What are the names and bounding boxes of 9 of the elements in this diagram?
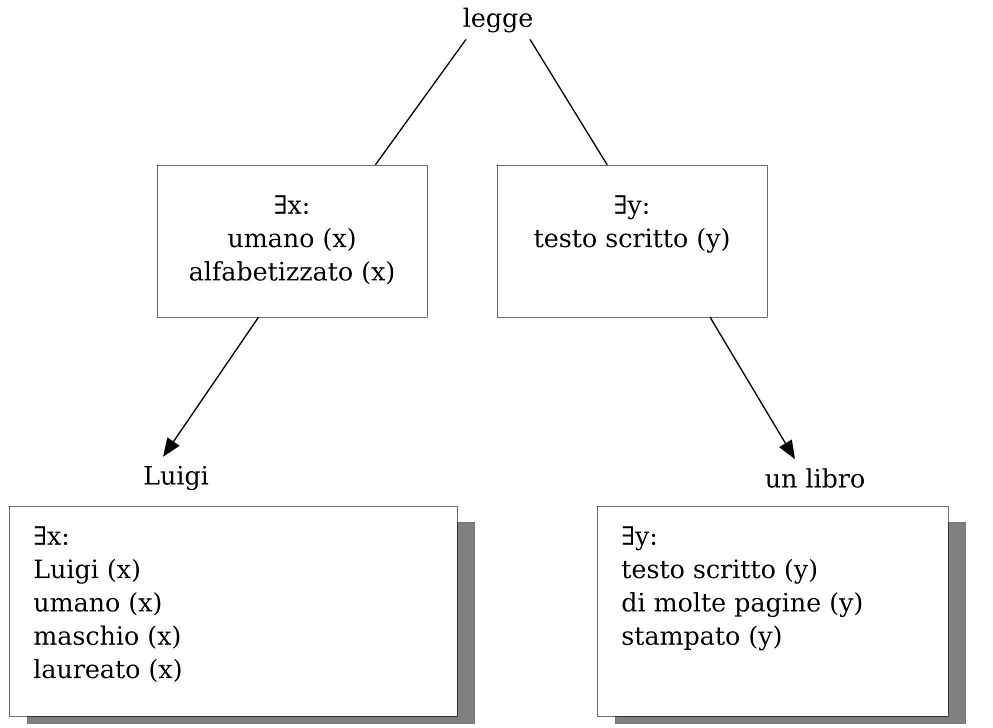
- heading: un libro: [765, 468, 864, 488]
- predicate-box: ∃y: testo scritto (y): [497, 165, 768, 318]
- node-label: legge: [463, 8, 532, 32]
- predicate-box: ∃y: testo scritto (y) di molte pagine (y) stampato (y): [597, 506, 966, 724]
- connector: [529, 38, 608, 166]
- predicate-box: ∃x: umano (x) alfabetizzato (x): [157, 165, 428, 318]
- heading: Luigi: [144, 466, 208, 490]
- connector: [374, 38, 467, 166]
- predicate-box: ∃x: Luigi (x) umano (x) maschio (x) laureato (x): [9, 506, 475, 724]
